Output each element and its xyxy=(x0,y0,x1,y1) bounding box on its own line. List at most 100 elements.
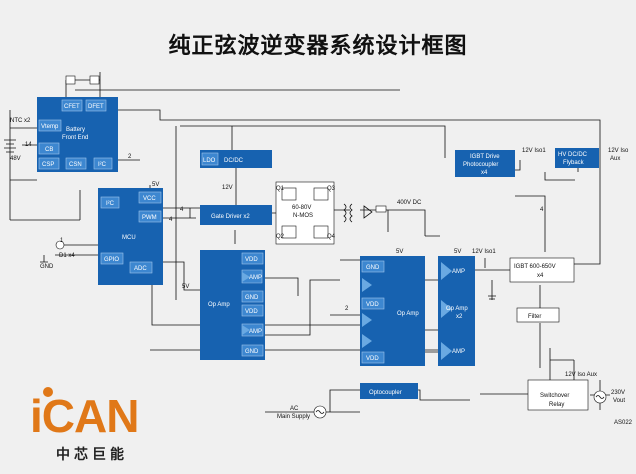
transformer-symbol xyxy=(343,203,353,223)
hbridge-voltage-label: 60-80V xyxy=(292,205,311,211)
opamp1-block: VDD AMP GND VDD AMP GND Op Amp xyxy=(200,250,265,360)
n2b-label: 2 xyxy=(345,306,349,312)
opamp1-amp1-label: AMP xyxy=(249,275,262,281)
opamp2-label: Op Amp xyxy=(397,311,419,317)
diode-wire xyxy=(55,244,100,256)
mcu-vcc-label: VCC xyxy=(143,196,156,202)
opamp-x2-amp3-label: AMP xyxy=(452,349,465,355)
battery-frontend-block: CFET DFET Vtemp CB CSP CSN I²C Battery F… xyxy=(37,75,118,172)
mcu-label: MCU xyxy=(122,235,136,241)
amp-triangle-icon xyxy=(441,342,452,360)
q1-switch xyxy=(281,187,297,201)
opamp2-vdd3-label: VDD xyxy=(366,356,379,362)
n1-label: 1 xyxy=(60,238,64,244)
opamp1-label: Op Amp xyxy=(208,302,230,308)
opamp1-gnd1-box xyxy=(241,290,264,303)
mcu-5v-label: 5V xyxy=(152,182,159,188)
logo-subtitle: 中芯巨能 xyxy=(56,447,128,463)
igbt-block: IGBT 600-650V x4 xyxy=(509,257,575,283)
n4b-label: 4 xyxy=(169,217,173,223)
q2-switch xyxy=(281,225,297,239)
opamp2-vdd1-box xyxy=(361,297,385,310)
sine-wave-icon xyxy=(315,410,325,414)
n14-label: 14 xyxy=(25,142,32,148)
optocoupler-label: Optocoupler xyxy=(369,390,402,396)
iso-aux-b-label: 12V Iso Aux xyxy=(565,372,597,378)
hv-flyback-line1: HV DC/DC xyxy=(558,152,588,158)
amp-triangle-icon xyxy=(441,300,452,318)
gate-driver-label: Gate Driver x2 xyxy=(211,214,250,220)
opamp-x2-block: AMP AMP Op Amp x2 xyxy=(438,256,475,366)
opto-wire xyxy=(418,359,575,401)
hv-flyback-line2: Flyback xyxy=(563,160,585,166)
ac-supply-line2: Main Supply xyxy=(277,414,310,420)
q4-switch xyxy=(313,225,329,239)
filter-rect xyxy=(516,307,560,323)
opamp-link-wire xyxy=(425,279,438,353)
amp-triangle-icon xyxy=(242,325,250,335)
opamp1-vdd2-label: VDD xyxy=(245,309,258,315)
relay-line2: Relay xyxy=(549,402,564,408)
resistor-symbol xyxy=(375,205,387,213)
opamp1-amp2-label: AMP xyxy=(249,329,262,335)
igbt-drive-rect xyxy=(455,150,515,177)
mcu-adc-box xyxy=(129,261,153,274)
mcu-gate-wire xyxy=(163,168,237,219)
opamp2-block: GND VDD VDD Op Amp xyxy=(360,256,425,366)
d1-label: D1 x4 xyxy=(59,253,75,259)
page-title: 纯正弦波逆变器系统设计框图 xyxy=(168,34,468,59)
optocoupler-rect xyxy=(360,383,418,399)
dfet-box xyxy=(85,99,107,112)
iso-aux-a-line2: Aux xyxy=(610,156,620,162)
mcu-pwm-label: PWM xyxy=(142,215,157,221)
igbt-drive-line2: Photocoupler xyxy=(463,162,498,168)
opamp2-in-wire xyxy=(330,259,360,316)
code-label: AS022 xyxy=(614,420,633,426)
gnd-label: GND xyxy=(40,264,54,270)
dc400-label: 400V DC xyxy=(397,200,422,206)
hbridge-block: Q1 Q3 Q2 Q4 60-80V N-MOS xyxy=(275,181,336,245)
ntc-label: NTC x2 xyxy=(10,118,31,124)
vtemp-box xyxy=(38,119,62,132)
logo-dot xyxy=(43,387,53,397)
op-5v-label: 5V xyxy=(182,284,189,290)
igbt-rect xyxy=(509,257,575,283)
mcu-block: I²C VCC PWM MCU GPIO ADC xyxy=(98,188,163,285)
top-bus xyxy=(75,72,400,91)
dcdc-label: DC/DC xyxy=(224,158,244,164)
mcu-i2c-label: I²C xyxy=(106,201,115,207)
cfet-box xyxy=(61,99,83,112)
cb-box xyxy=(38,142,60,155)
opamp1-gnd2-label: GND xyxy=(245,349,259,355)
cfet-symbol xyxy=(65,75,76,85)
gate-driver-block: Gate Driver x2 xyxy=(200,205,272,225)
opamp1-gnd1-label: GND xyxy=(245,295,259,301)
ican-logo: iCAN 中芯巨能 xyxy=(30,387,165,466)
igbt-line1: IGBT 600-650V xyxy=(514,264,556,270)
amp-triangle-icon xyxy=(441,262,452,280)
relay-block: Switchover Relay xyxy=(527,379,589,411)
amp-triangle-icon xyxy=(362,278,372,292)
n5v-b-label: 5V xyxy=(454,249,461,255)
relay-line1: Switchover xyxy=(540,393,569,399)
opamp-x2-label-line1: Op Amp xyxy=(446,306,468,312)
amp-triangle-icon xyxy=(242,272,250,282)
igbt-wire xyxy=(475,258,551,380)
opamp1-gnd2-box xyxy=(241,344,264,357)
rectifier-symbol xyxy=(363,205,373,219)
mcu-gpio-box xyxy=(100,252,124,265)
opamp1-vdd1-label: VDD xyxy=(245,257,258,263)
battery-frontend-label-line1: Battery xyxy=(66,127,85,133)
opamp2-gnd-box xyxy=(361,260,385,273)
n12v-label: 12V xyxy=(222,185,233,191)
csp-label: CSP xyxy=(42,162,54,168)
opamp1-wire xyxy=(265,277,340,336)
n4a-label: 4 xyxy=(180,207,184,213)
mcu-gpio-label: GPIO xyxy=(104,257,119,263)
n5v-a-label: 5V xyxy=(396,249,403,255)
vout-line1: 230V xyxy=(611,390,625,396)
q1-label: Q1 xyxy=(276,186,285,192)
q3-label: Q3 xyxy=(327,186,336,192)
mcu-adc-label: ADC xyxy=(134,266,147,272)
